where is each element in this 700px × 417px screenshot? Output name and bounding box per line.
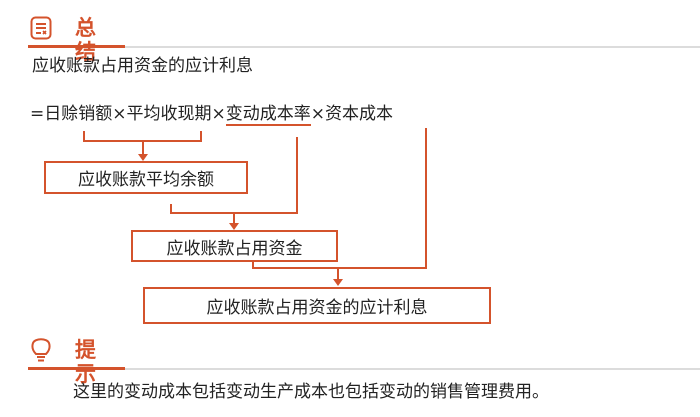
connector	[83, 131, 85, 142]
tip-title: 提示	[75, 338, 96, 386]
connector	[233, 212, 235, 224]
arrow-down-icon	[229, 223, 239, 230]
connector	[170, 204, 172, 214]
box-ar-average-balance: 应收账款平均余额	[44, 161, 248, 194]
summary-subtitle: 应收账款占用资金的应计利息	[32, 56, 253, 76]
connector	[337, 267, 339, 280]
formula-suffix: ×资本成本	[310, 104, 393, 124]
tip-text: 这里的变动成本包括变动生产成本也包括变动的销售管理费用。	[73, 382, 549, 402]
summary-divider	[125, 46, 700, 48]
connector	[252, 267, 427, 269]
list-note-icon	[30, 16, 52, 40]
connector	[296, 137, 298, 214]
lightbulb-icon	[30, 336, 52, 364]
connector	[425, 128, 427, 269]
formula-highlight: 变动成本率	[225, 104, 311, 126]
connector	[200, 131, 202, 142]
tip-accent-line	[28, 367, 125, 370]
box-ar-occupied-funds: 应收账款占用资金	[131, 230, 338, 262]
arrow-down-icon	[333, 279, 343, 286]
box-ar-accrued-interest: 应收账款占用资金的应计利息	[143, 287, 491, 324]
formula: =日赊销额×平均收现期×变动成本率×资本成本	[30, 103, 393, 126]
connector	[142, 140, 144, 155]
arrow-down-icon	[138, 154, 148, 161]
summary-accent-line	[28, 45, 125, 48]
formula-prefix: =日赊销额×平均收现期×	[30, 104, 226, 124]
connector	[252, 261, 254, 269]
tip-divider	[125, 368, 700, 370]
